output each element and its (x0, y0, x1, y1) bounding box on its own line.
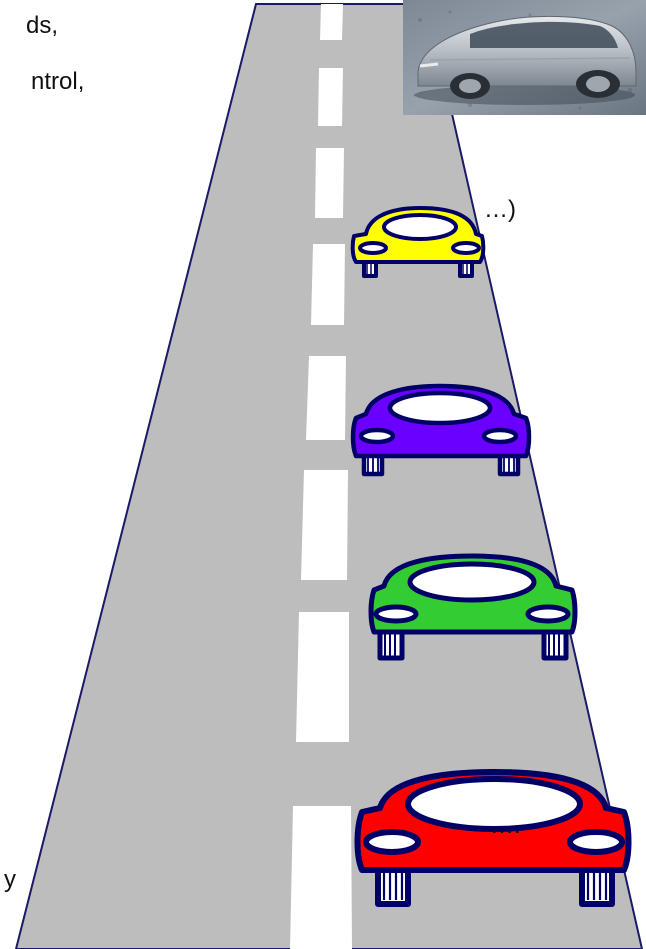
text-fragment-3: …) (484, 196, 516, 223)
lane-dash (306, 356, 346, 440)
text-fragment-1: ds, (26, 12, 59, 39)
lane-dash (318, 68, 343, 126)
lane-dash (290, 806, 352, 949)
lane-markings (290, 4, 352, 949)
red-car (354, 769, 632, 907)
lane-dash (311, 244, 345, 325)
yellow-car (350, 206, 486, 278)
purple-car (350, 383, 532, 477)
concept-car-photo (403, 0, 646, 115)
lane-dash (315, 148, 344, 218)
text-fragment-5: y (4, 866, 16, 893)
lane-dash (301, 470, 348, 580)
text-fragment-4: …. (490, 812, 521, 839)
lane-dash (296, 612, 349, 742)
green-car (368, 553, 578, 661)
lane-dash (320, 4, 343, 40)
text-fragment-2: ntrol, (31, 68, 85, 95)
